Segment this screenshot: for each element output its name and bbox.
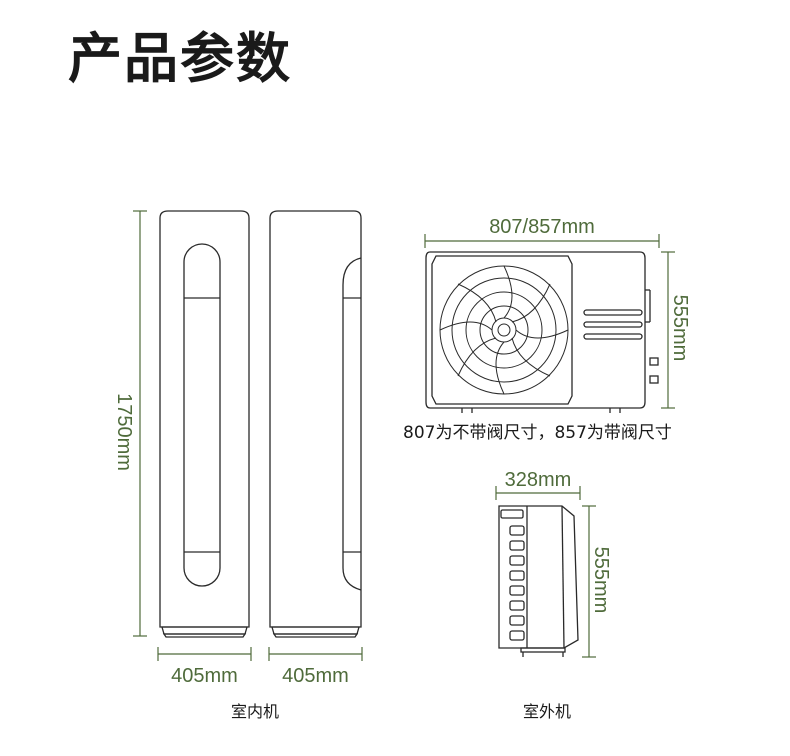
page-title: 产品参数 — [68, 27, 292, 90]
outdoor-depth-dimension-line — [495, 486, 581, 500]
indoor-side-width-label: 405mm — [282, 665, 349, 687]
indoor-height-dimension-line — [133, 210, 147, 637]
outdoor-width-dimension-line — [424, 234, 660, 248]
indoor-front-width-dimension-line — [157, 647, 252, 661]
outdoor-unit-side-view — [498, 505, 579, 657]
indoor-side-width-dimension-line — [268, 647, 363, 661]
outdoor-fan-grille — [439, 265, 569, 395]
outdoor-front-height-label: 555mm — [669, 294, 691, 362]
outdoor-width-label: 807/857mm — [489, 216, 595, 238]
outdoor-side-height-label: 555mm — [590, 546, 612, 614]
outdoor-valve-note: 807为不带阀尺寸，857为带阀尺寸 — [403, 423, 672, 443]
outdoor-depth-label: 328mm — [504, 469, 572, 491]
indoor-unit-side-view — [269, 210, 362, 638]
outdoor-front-height-dimension-line — [661, 251, 675, 409]
outdoor-unit-front-view — [425, 251, 659, 413]
outdoor-side-height-dimension-line — [582, 505, 596, 658]
indoor-unit-front-view — [159, 210, 250, 638]
outdoor-unit-caption: 室外机 — [522, 702, 571, 721]
indoor-height-label: 1750mm — [113, 393, 135, 471]
indoor-unit-caption: 室内机 — [230, 702, 279, 721]
indoor-front-width-label: 405mm — [171, 665, 238, 687]
